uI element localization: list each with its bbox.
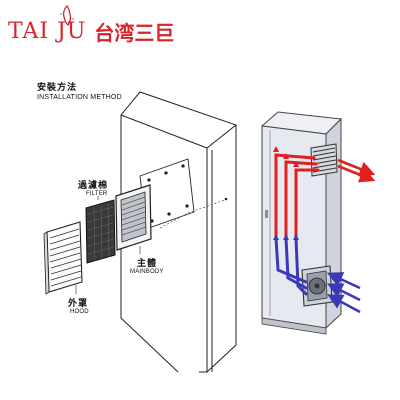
mainbody-label-en: MAINBODY bbox=[130, 269, 164, 275]
brand-name-en: TAI JU bbox=[8, 18, 87, 44]
title-cn: 安裝方法 bbox=[37, 82, 78, 92]
exhaust-grille bbox=[310, 143, 338, 177]
screw-point bbox=[224, 197, 228, 201]
filter-label-en: FILTER bbox=[86, 191, 108, 197]
alignment-lines bbox=[159, 199, 226, 229]
brand-logo: TAI JU 台湾三巨 bbox=[8, 14, 174, 48]
brand-name-cn: 台湾三巨 bbox=[94, 20, 175, 45]
cool-air-up-arrows bbox=[273, 234, 299, 240]
hot-air-exhaust-arrows bbox=[337, 158, 376, 183]
cool-air-flow bbox=[274, 236, 308, 296]
taiwan-map-icon bbox=[60, 5, 74, 26]
cabinet-wall-outline bbox=[120, 91, 238, 373]
hood-grille bbox=[43, 221, 83, 295]
cool-air-intake-arrows bbox=[326, 272, 361, 314]
main-body-frame bbox=[115, 184, 152, 251]
filter-label-cn: 過濾棉 bbox=[78, 180, 109, 190]
filter-pad bbox=[85, 199, 116, 264]
mainbody-label-cn: 主體 bbox=[137, 258, 158, 268]
hot-air-flow bbox=[274, 153, 320, 238]
hood-label-en: HOOD bbox=[70, 309, 89, 315]
hood-label-cn: 外罩 bbox=[68, 298, 89, 308]
fan-filter-unit bbox=[301, 265, 333, 307]
hot-air-up-arrows bbox=[273, 146, 299, 167]
title-en: INSTALLATION METHOD bbox=[37, 94, 122, 101]
